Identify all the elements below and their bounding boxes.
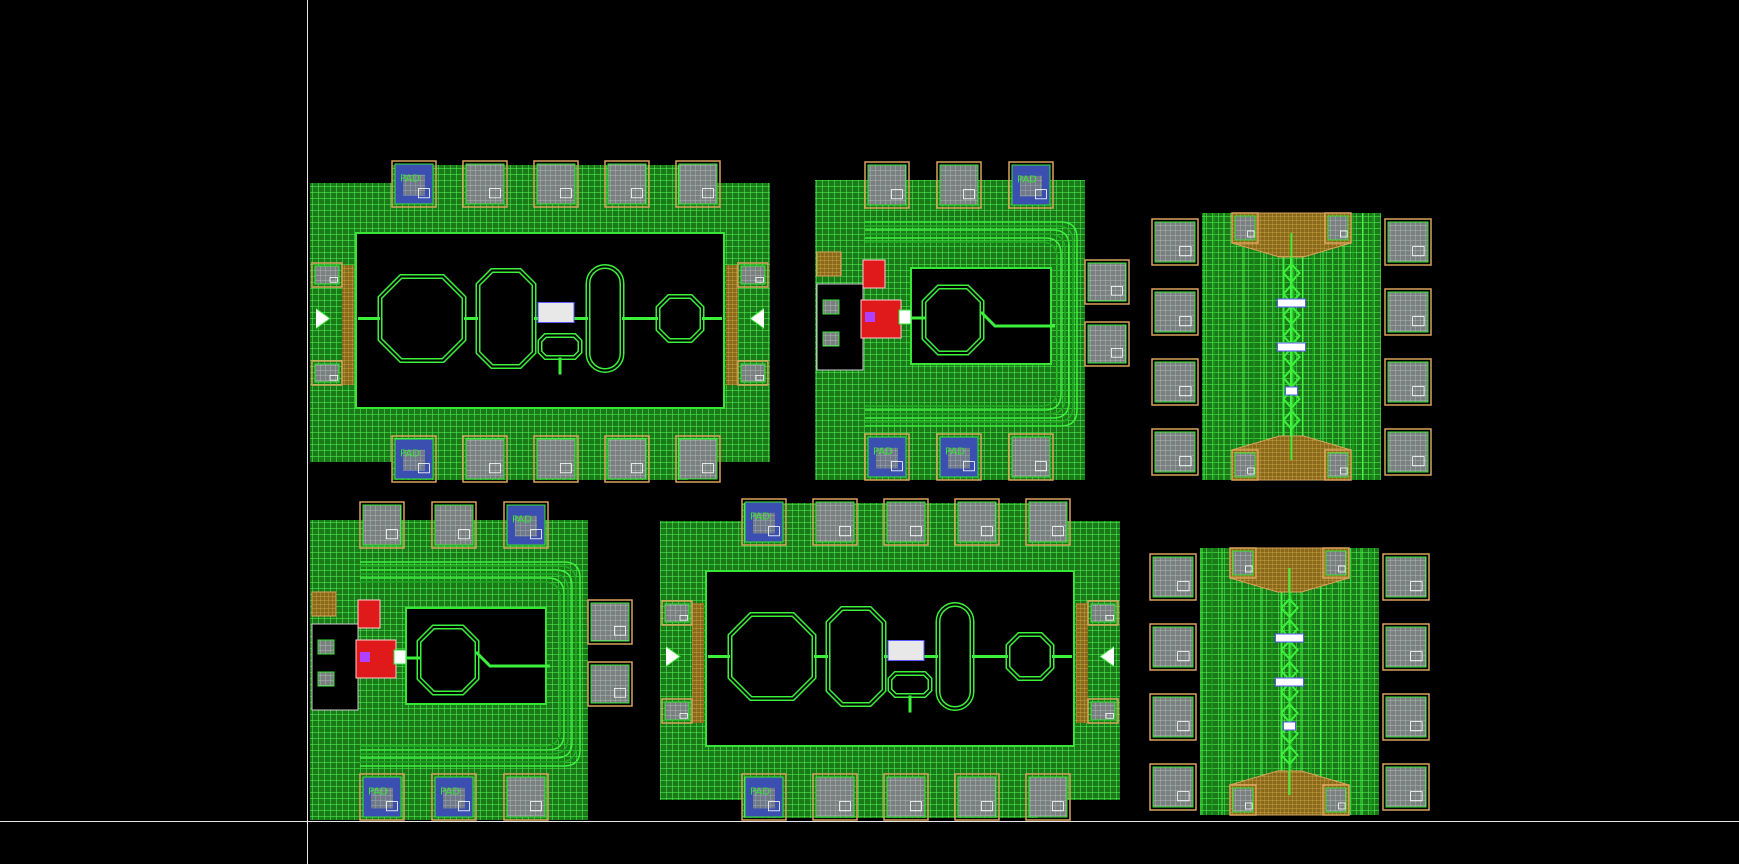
corner-pad[interactable]	[1324, 212, 1352, 244]
top-pad[interactable]: PAD	[391, 160, 437, 208]
bottom-pad[interactable]	[462, 435, 508, 483]
left-pad[interactable]	[1149, 693, 1197, 741]
corner-pad[interactable]	[1231, 449, 1259, 481]
right-pad[interactable]	[587, 599, 633, 645]
pad-label: PAD	[400, 174, 420, 185]
bottom-pad[interactable]	[883, 773, 929, 821]
right-pad[interactable]	[1382, 763, 1430, 811]
side-pad[interactable]	[737, 360, 769, 386]
bottom-pad[interactable]	[1025, 773, 1071, 821]
side-pad[interactable]	[737, 262, 769, 288]
right-pad[interactable]	[1084, 259, 1130, 305]
right-pad[interactable]	[1384, 428, 1432, 476]
pad-label: PAD	[750, 787, 770, 798]
bottom-pad[interactable]	[812, 773, 858, 821]
pad-label: PAD	[750, 512, 770, 523]
side-pad[interactable]	[661, 600, 693, 626]
bottom-pad[interactable]	[604, 435, 650, 483]
left-pad[interactable]	[1149, 623, 1197, 671]
top-pad[interactable]: PAD	[503, 501, 549, 549]
top-pad[interactable]	[936, 161, 982, 209]
side-pad[interactable]	[661, 698, 693, 724]
right-pad[interactable]	[1382, 553, 1430, 601]
right-pad[interactable]	[1382, 623, 1430, 671]
top-pad[interactable]	[883, 498, 929, 546]
top-pad[interactable]	[533, 160, 579, 208]
cell-bottom-middle[interactable]: PAD PAD	[660, 498, 1120, 821]
cell-bottom-right[interactable]	[1149, 547, 1430, 816]
left-pad[interactable]	[1151, 218, 1199, 266]
cell-top-left[interactable]: PAD PAD	[310, 160, 770, 483]
side-pad[interactable]	[311, 262, 343, 288]
right-pad[interactable]	[1382, 693, 1430, 741]
right-pad[interactable]	[587, 661, 633, 707]
top-pad[interactable]	[954, 498, 1000, 546]
top-pad[interactable]	[812, 498, 858, 546]
side-pad[interactable]	[1087, 600, 1119, 626]
top-pad[interactable]	[1025, 498, 1071, 546]
right-pad[interactable]	[1384, 358, 1432, 406]
top-pad[interactable]	[462, 160, 508, 208]
cell-top-right[interactable]	[1151, 212, 1432, 481]
corner-pad[interactable]	[1322, 784, 1350, 816]
left-pad[interactable]	[1151, 428, 1199, 476]
left-pad[interactable]	[1151, 288, 1199, 336]
top-pad[interactable]: PAD	[741, 498, 787, 546]
bottom-pad[interactable]	[1008, 433, 1054, 481]
left-pad[interactable]	[1151, 358, 1199, 406]
top-pad[interactable]	[675, 160, 721, 208]
bottom-pad[interactable]	[954, 773, 1000, 821]
pad-label: PAD	[440, 787, 460, 798]
pad-label: PAD	[512, 515, 532, 526]
side-pad[interactable]	[1087, 698, 1119, 724]
bottom-pad[interactable]	[503, 773, 549, 821]
top-pad[interactable]	[359, 501, 405, 549]
pad-label: PAD	[873, 447, 893, 458]
bottom-pad[interactable]: PAD	[359, 773, 405, 821]
left-pad[interactable]	[1149, 553, 1197, 601]
right-pad[interactable]	[1384, 218, 1432, 266]
bottom-pad[interactable]	[675, 435, 721, 483]
crosshair-vertical	[307, 0, 308, 864]
corner-pad[interactable]	[1322, 547, 1350, 579]
corner-pad[interactable]	[1229, 784, 1257, 816]
corner-pad[interactable]	[1231, 212, 1259, 244]
side-pad[interactable]	[311, 360, 343, 386]
corner-pad[interactable]	[1229, 547, 1257, 579]
bottom-pad[interactable]: PAD	[431, 773, 477, 821]
top-pad[interactable]	[604, 160, 650, 208]
pad-label: PAD	[945, 447, 965, 458]
cell-top-middle[interactable]: PAD PAD PAD	[815, 161, 1130, 481]
bottom-pad[interactable]	[533, 435, 579, 483]
right-pad[interactable]	[1384, 288, 1432, 336]
left-pad[interactable]	[1149, 763, 1197, 811]
corner-pad[interactable]	[1324, 449, 1352, 481]
bottom-pad[interactable]: PAD	[936, 433, 982, 481]
top-pad[interactable]	[864, 161, 910, 209]
pad-label: PAD	[1017, 175, 1037, 186]
right-pad[interactable]	[1084, 321, 1130, 367]
pad-label: PAD	[368, 787, 388, 798]
pad-label: PAD	[400, 449, 420, 460]
bottom-pad[interactable]: PAD	[741, 773, 787, 821]
bottom-pad[interactable]: PAD	[864, 433, 910, 481]
top-pad[interactable]: PAD	[1008, 161, 1054, 209]
top-pad[interactable]	[431, 501, 477, 549]
bottom-pad[interactable]: PAD	[391, 435, 437, 483]
cell-bottom-left[interactable]: PAD PAD PAD	[310, 501, 633, 821]
crosshair-horizontal	[0, 821, 1739, 822]
